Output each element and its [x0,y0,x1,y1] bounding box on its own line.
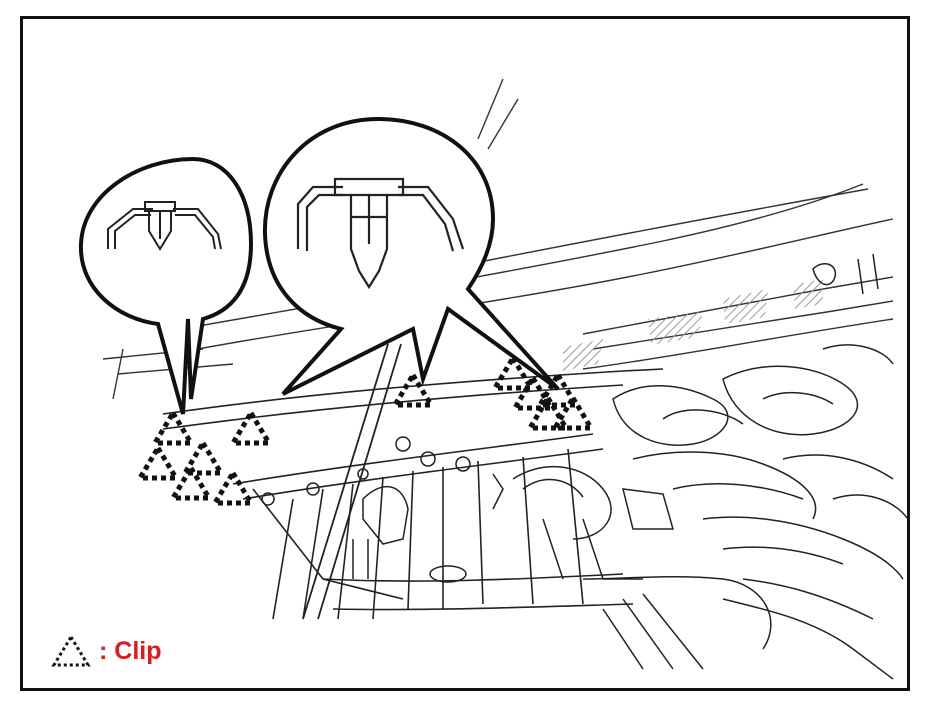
clip-detail-callout-small [78,156,254,415]
dashed-triangle-clip-icon [51,634,91,667]
bolt-holes [261,436,471,583]
engine-bay-illustration [78,78,907,680]
cowl-grille-panel [162,368,664,620]
diagram-frame: : Clip [20,16,910,691]
engine-components [352,253,907,680]
legend: : Clip [51,631,162,671]
clip-marker [173,468,209,498]
hatched-seal [563,279,823,371]
wiper-linkage [302,343,402,620]
clip-marker [140,448,176,478]
clip-marker [530,398,566,428]
clip-detail-callout-large [262,116,560,396]
legend-label: : Clip [99,636,162,665]
clip-marker [233,413,269,443]
clip-marker [215,473,251,503]
